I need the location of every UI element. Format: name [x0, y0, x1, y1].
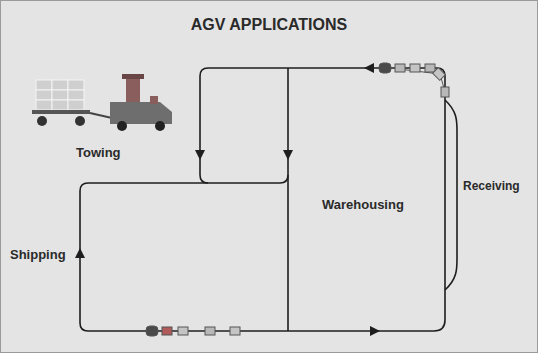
arrowhead: [370, 326, 380, 336]
guide-paths: [80, 68, 457, 331]
guide-merge: [200, 175, 208, 183]
towing-illustration: [32, 74, 172, 131]
agv-train-top: [379, 63, 449, 97]
arrowhead: [75, 248, 85, 258]
receiving-bypass: [445, 100, 457, 290]
arrowhead: [283, 150, 293, 160]
guide-loop: [80, 68, 445, 331]
guide-spur: [287, 68, 289, 331]
area-label: Shipping: [10, 248, 66, 262]
agv-train-bottom: [146, 326, 240, 336]
diagram-title: AGV APPLICATIONS: [191, 16, 347, 34]
area-label: Warehousing: [322, 198, 404, 212]
arrowhead: [195, 150, 205, 160]
arrowhead: [364, 63, 374, 73]
area-label: Towing: [76, 146, 121, 160]
area-label: Receiving: [463, 180, 520, 193]
